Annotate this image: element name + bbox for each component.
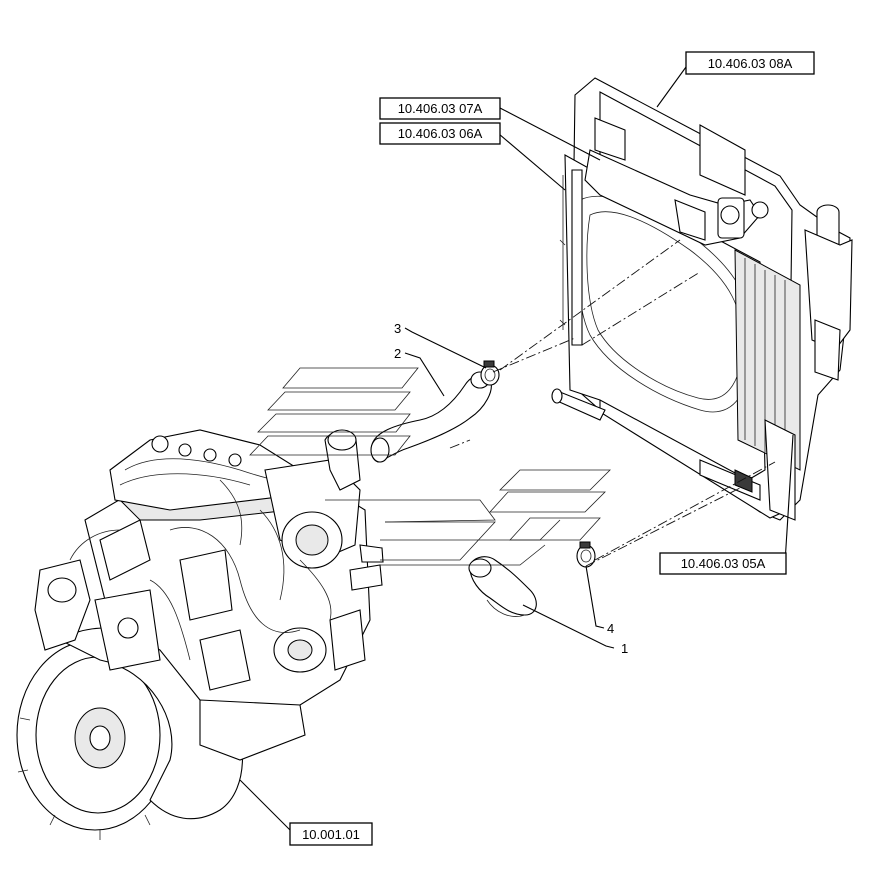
callout-2[interactable]: 2 [394,346,401,361]
reference-label-08a: 10.406.03 08A [708,56,793,71]
reference-label-07a: 10.406.03 07A [398,101,483,116]
reference-box-05a[interactable]: 10.406.03 05A [659,552,787,575]
callout-3[interactable]: 3 [394,321,401,336]
reference-box-06a[interactable]: 10.406.03 06A [379,122,501,145]
assembly-guide-lines [449,239,776,567]
callout-4[interactable]: 4 [607,621,614,636]
reference-label-engine: 10.001.01 [302,827,360,842]
hose-link-symbols [249,367,611,566]
lower-hose [468,556,537,617]
leader-lines [239,66,794,831]
reference-box-07a[interactable]: 10.406.03 07A [379,97,501,120]
lower-clamp [576,541,596,568]
upper-clamp [480,360,500,386]
reference-box-engine[interactable]: 10.001.01 [289,822,373,846]
reference-label-06a: 10.406.03 06A [398,126,483,141]
callout-1[interactable]: 1 [621,641,628,656]
upper-hose [370,371,492,463]
engine-assembly [16,429,384,840]
radiator-assembly [551,77,853,521]
reference-box-08a[interactable]: 10.406.03 08A [685,51,815,75]
reference-label-05a: 10.406.03 05A [681,556,766,571]
